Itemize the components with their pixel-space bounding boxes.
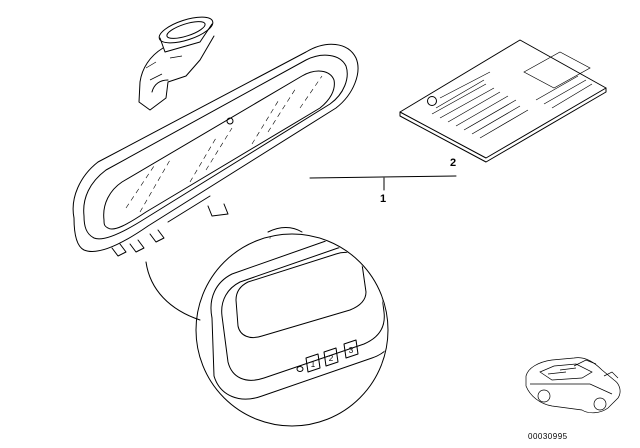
detail-button-1-label: 1 <box>311 360 316 369</box>
detail-button-2-label: 2 <box>329 354 334 363</box>
detail-button-3: 3 <box>343 339 359 359</box>
callout-2-label: 2 <box>450 157 456 169</box>
rear-view-mirror <box>72 43 359 257</box>
part-code: 00030995 <box>528 432 568 441</box>
mirror-mount <box>138 16 229 217</box>
detail-leader-lines <box>145 227 303 321</box>
detail-button-3-label: 3 <box>349 346 354 355</box>
detail-button-2: 2 <box>323 347 339 367</box>
detail-button-group: 1 2 3 <box>305 339 359 373</box>
car-thumbnail <box>525 357 621 414</box>
detail-magnifier <box>195 233 389 427</box>
detail-button-1: 1 <box>305 353 321 373</box>
callout-1-leader <box>309 175 457 191</box>
manual-booklet <box>399 39 607 163</box>
callout-1-label: 1 <box>380 193 386 205</box>
